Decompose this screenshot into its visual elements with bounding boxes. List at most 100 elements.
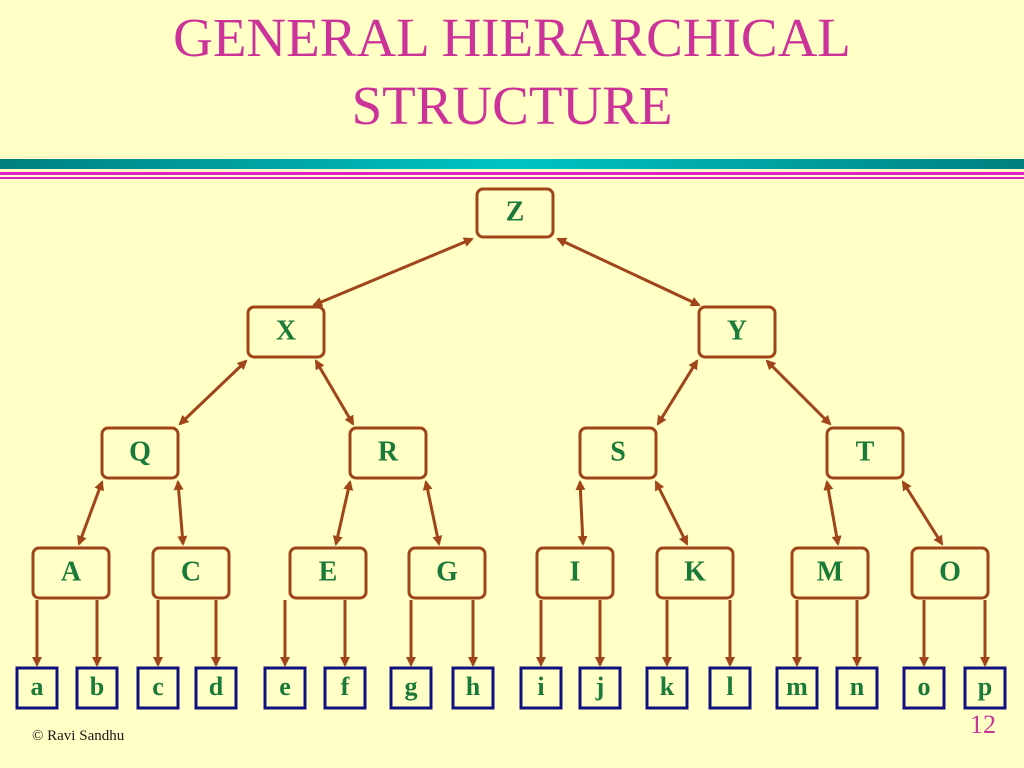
node-Q: Q xyxy=(100,426,180,480)
node-I-box xyxy=(535,546,615,600)
leaf-f: f xyxy=(323,666,367,710)
leaf-p-box xyxy=(963,666,1007,710)
leaf-g: g xyxy=(389,666,433,710)
node-E-box xyxy=(288,546,368,600)
node-T-box xyxy=(825,426,905,480)
node-Q-box xyxy=(100,426,180,480)
leaf-a-box xyxy=(15,666,59,710)
leaf-d-box xyxy=(194,666,238,710)
leaf-e-label: e xyxy=(279,672,291,701)
edge-X-Q xyxy=(178,359,248,426)
node-M-label: M xyxy=(817,556,843,587)
leaf-d: d xyxy=(194,666,238,710)
leaf-k-label: k xyxy=(660,672,675,701)
node-S-box xyxy=(578,426,658,480)
leaf-j-label: j xyxy=(595,672,605,701)
leaf-o: o xyxy=(902,666,946,710)
node-I: I xyxy=(535,546,615,600)
leaf-e: e xyxy=(263,666,307,710)
node-Q-label: Q xyxy=(129,436,151,467)
leaf-e-box xyxy=(263,666,307,710)
leaf-n-label: n xyxy=(850,672,865,701)
page-number: 12 xyxy=(970,710,996,739)
node-I-label: I xyxy=(570,556,581,587)
node-G: G xyxy=(407,546,487,600)
slide-title: GENERAL HIERARCHICAL STRUCTURE xyxy=(0,4,1024,140)
leaf-b: b xyxy=(75,666,119,710)
edge-Q-C xyxy=(173,480,188,546)
node-S: S xyxy=(578,426,658,480)
leaf-m-box xyxy=(775,666,819,710)
node-G-box xyxy=(407,546,487,600)
node-Y: Y xyxy=(697,305,777,359)
leaf-n: n xyxy=(835,666,879,710)
leaf-o-box xyxy=(902,666,946,710)
node-Z: Z xyxy=(475,187,555,239)
leaf-b-label: b xyxy=(90,672,104,701)
leaf-l-box xyxy=(708,666,752,710)
node-R: R xyxy=(348,426,428,480)
leaf-d-label: d xyxy=(209,672,224,701)
node-M: M xyxy=(790,546,870,600)
node-T-label: T xyxy=(856,436,875,467)
node-T: T xyxy=(825,426,905,480)
edge-Z-X xyxy=(312,237,474,307)
node-E-label: E xyxy=(319,556,338,587)
node-C-label: C xyxy=(181,556,201,587)
node-X: X xyxy=(246,305,326,359)
edge-Y-T xyxy=(765,359,832,426)
node-A: A xyxy=(31,546,111,600)
leaf-l: l xyxy=(708,666,752,710)
node-K: K xyxy=(655,546,735,600)
leaf-g-label: g xyxy=(405,672,418,701)
edge-R-G xyxy=(422,480,443,546)
node-S-label: S xyxy=(610,436,626,467)
edge-S-I xyxy=(575,480,588,546)
leaf-a-label: a xyxy=(31,672,44,701)
leaf-l-label: l xyxy=(726,672,733,701)
node-K-label: K xyxy=(684,556,706,587)
edge-Q-A xyxy=(77,480,104,546)
leaf-p: p xyxy=(963,666,1007,710)
edge-T-M xyxy=(823,480,842,546)
node-Z-box xyxy=(475,187,555,239)
leaf-h-box xyxy=(451,666,495,710)
node-R-label: R xyxy=(378,436,399,467)
leaf-j: j xyxy=(578,666,622,710)
title-line-1: GENERAL HIERARCHICAL xyxy=(173,7,851,68)
edge-Y-S xyxy=(656,359,699,426)
node-Y-box xyxy=(697,305,777,359)
leaf-p-label: p xyxy=(978,672,992,701)
leaf-c-label: c xyxy=(152,672,164,701)
leaf-h-label: h xyxy=(466,672,481,701)
edges-group xyxy=(32,237,990,667)
leaf-j-box xyxy=(578,666,622,710)
leaf-c: c xyxy=(136,666,180,710)
node-E: E xyxy=(288,546,368,600)
leaf-i-box xyxy=(519,666,563,710)
leaf-i-label: i xyxy=(537,672,544,701)
node-O-box xyxy=(910,546,990,600)
node-X-label: X xyxy=(276,315,296,346)
edge-R-E xyxy=(332,480,354,546)
footer-credit: © Ravi Sandhu xyxy=(32,728,125,744)
leaf-b-box xyxy=(75,666,119,710)
node-M-box xyxy=(790,546,870,600)
divider-magenta-2 xyxy=(0,177,1024,179)
leaf-c-box xyxy=(136,666,180,710)
edge-Z-Y xyxy=(556,237,701,307)
node-R-box xyxy=(348,426,428,480)
node-X-box xyxy=(246,305,326,359)
node-C: C xyxy=(151,546,231,600)
divider-magenta-1 xyxy=(0,172,1024,175)
leaf-a: a xyxy=(15,666,59,710)
edge-X-R xyxy=(314,359,355,426)
leaf-m: m xyxy=(775,666,819,710)
title-line-2: STRUCTURE xyxy=(351,75,673,136)
leaf-o-label: o xyxy=(918,672,931,701)
leaf-f-label: f xyxy=(341,672,350,701)
leaf-f-box xyxy=(323,666,367,710)
leaf-k: k xyxy=(645,666,689,710)
